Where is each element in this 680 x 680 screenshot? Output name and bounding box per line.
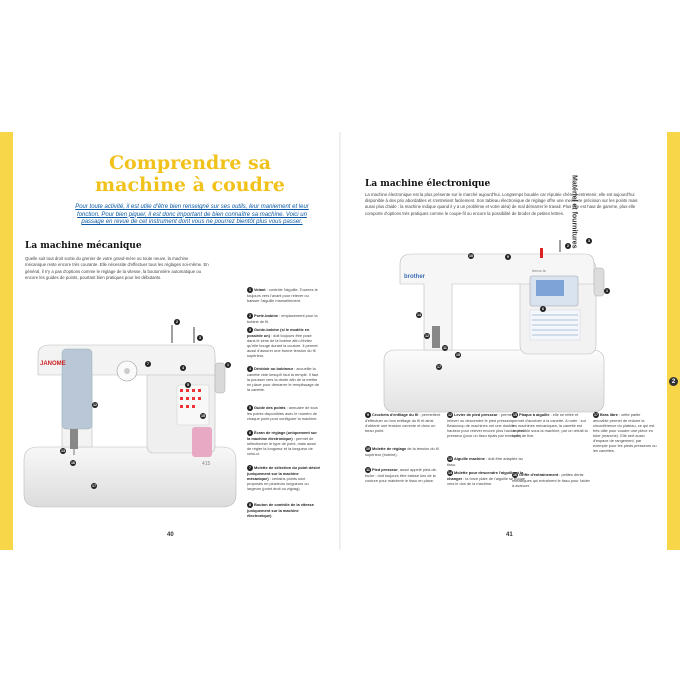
brother-model: innov-is [532, 268, 546, 273]
callout-r-6: 6 [540, 306, 546, 312]
callout-r-11: 11 [442, 345, 448, 351]
callout-5: 5 [185, 382, 191, 388]
janome-logo: JANOME [40, 361, 66, 367]
title-line-2: machine à coudre [95, 174, 285, 196]
callout-1: 1 [225, 362, 231, 368]
page-title: Comprendre sa machine à coudre [85, 152, 295, 196]
paragraph-electronic: La machine électronique est la plus prés… [365, 192, 638, 216]
heading-electronic: La machine électronique [365, 179, 491, 189]
callout-2: 2 [174, 319, 180, 325]
yellow-edge-left [0, 132, 13, 550]
intro-text: Pour toute activité, il est utile d'être… [75, 204, 309, 226]
callout-12: 12 [92, 402, 98, 408]
electronic-machine-image: brother innov-is [383, 240, 605, 413]
page-gutter [339, 132, 341, 550]
heading-mechanical: La machine mécanique [25, 241, 142, 251]
mechanical-machine-image: JANOME 415 [23, 325, 237, 508]
side-tab: Matériel et fournitures [570, 175, 679, 375]
page-number-right: 41 [506, 532, 513, 538]
janome-model: 415 [202, 461, 211, 467]
brother-logo: brother [404, 274, 426, 280]
callout-4: 4 [180, 365, 186, 371]
callout-r-10: 10 [468, 253, 474, 259]
callout-r-12: 12 [424, 333, 430, 339]
yellow-edge-right [667, 132, 680, 550]
title-line-1: Comprendre sa [108, 152, 272, 174]
callout-15: 15 [200, 413, 206, 419]
side-tab-number: 2 [669, 377, 678, 386]
callout-r-14: 14 [416, 312, 422, 318]
callout-r-1: 1 [604, 288, 610, 294]
callout-r-15: 15 [455, 352, 461, 358]
paragraph-mechanical: Quelle soit tout droit sortie du grenier… [25, 256, 209, 280]
callout-3: 3 [197, 335, 203, 341]
callout-13: 13 [60, 448, 66, 454]
callout-r-17: 17 [436, 364, 442, 370]
callout-r-3: 3 [586, 238, 592, 244]
callout-r-2: 2 [565, 243, 571, 249]
callout-r-9: 9 [505, 254, 511, 260]
callout-7: 7 [145, 361, 151, 367]
page-number-left: 40 [167, 532, 174, 538]
callout-16: 16 [70, 460, 76, 466]
callout-17: 17 [91, 483, 97, 489]
